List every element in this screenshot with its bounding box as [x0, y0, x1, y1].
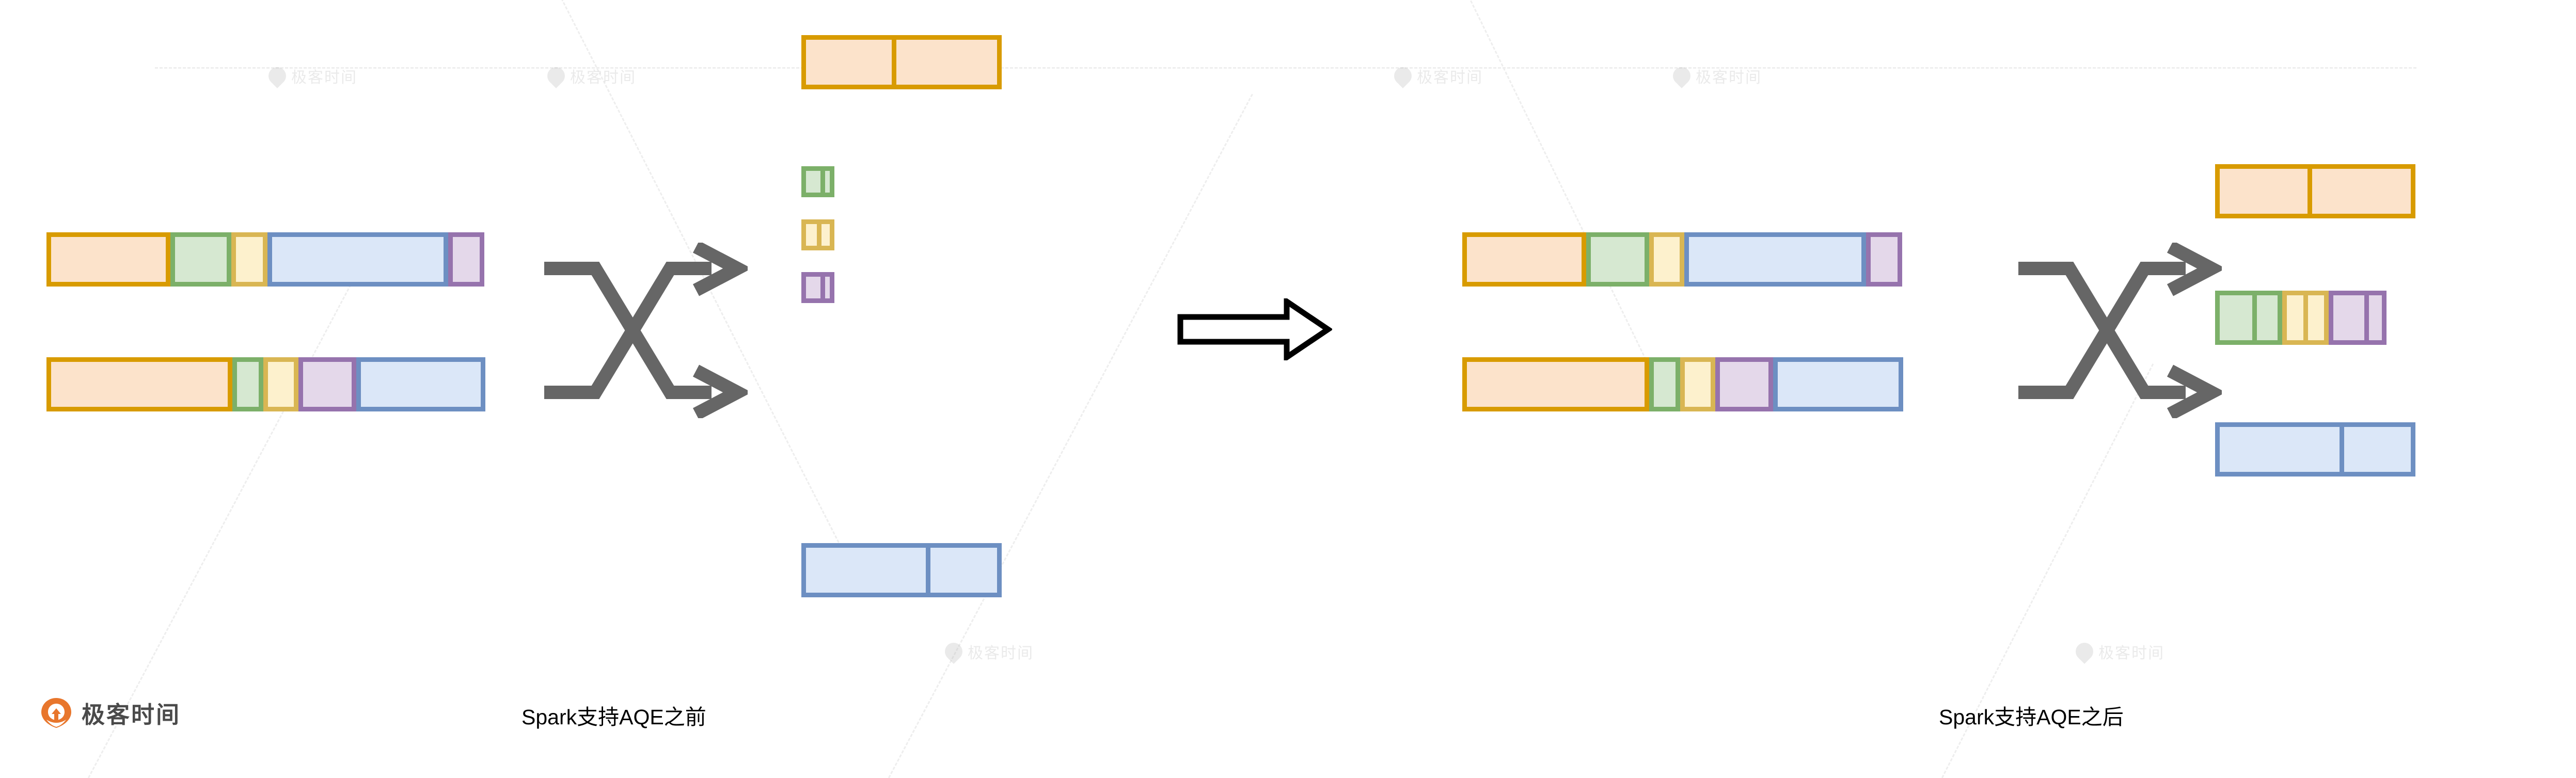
- segment-purple: [1866, 232, 1902, 287]
- right-output-partition-blue: [2215, 422, 2415, 477]
- geektime-pin-icon: [2072, 639, 2097, 664]
- partition-cell: [820, 277, 830, 298]
- left-output-partition-blue: [801, 543, 1002, 597]
- shuffle-icon: [544, 243, 748, 418]
- watermark-label: 极客时间: [291, 69, 357, 86]
- segment-orange: [1462, 357, 1649, 411]
- left-panel-caption: Spark支持AQE之前: [521, 705, 706, 729]
- watermark-label: 极客时间: [1696, 69, 1762, 86]
- coalesced-subgroup-yellow: [2282, 291, 2329, 345]
- watermark-badge: 极客时间: [1390, 63, 1483, 89]
- coalesced-subgroup-purple: [2329, 291, 2387, 345]
- left-output-partition-green: [801, 166, 834, 197]
- partition-cell: [2220, 295, 2252, 340]
- right-map-task-2-bar: [1462, 357, 1903, 411]
- partition-cell: [806, 224, 817, 246]
- segment-orange: [46, 357, 232, 411]
- watermark-badge: 极客时间: [941, 639, 1034, 664]
- watermark-label: 极客时间: [968, 645, 1034, 662]
- watermark-badge: 极客时间: [264, 63, 357, 89]
- coalesced-subgroup-green: [2215, 291, 2282, 345]
- left-output-partition-orange: [801, 35, 1002, 89]
- segment-blue: [1684, 232, 1866, 287]
- segment-yellow: [1680, 357, 1715, 411]
- partition-cell: [926, 548, 997, 593]
- segment-purple: [1715, 357, 1773, 411]
- geektime-pin-icon: [1390, 63, 1416, 89]
- left-output-partition-yellow: [801, 219, 834, 250]
- segment-orange: [46, 232, 170, 287]
- segment-yellow: [1649, 232, 1684, 287]
- segment-blue: [267, 232, 448, 287]
- segment-blue: [1773, 357, 1903, 411]
- left-map-task-2-bar: [46, 357, 485, 411]
- partition-cell: [806, 40, 892, 85]
- geektime-pin-icon: [543, 63, 569, 89]
- watermark-label: 极客时间: [1417, 69, 1483, 86]
- left-output-partition-purple: [801, 272, 834, 303]
- watermark-badge: 极客时间: [2072, 639, 2164, 664]
- segment-green: [1586, 232, 1649, 287]
- partition-cell: [892, 40, 997, 85]
- left-map-task-1-bar: [46, 232, 484, 287]
- partition-cell: [817, 224, 830, 246]
- partition-cell: [2220, 169, 2308, 214]
- partition-cell: [2303, 295, 2324, 340]
- segment-yellow: [231, 232, 267, 287]
- right-panel-caption: Spark支持AQE之后: [1939, 705, 2124, 729]
- geektime-pin-icon: [264, 63, 290, 89]
- right-arrow-outline-icon: [1177, 298, 1332, 360]
- segment-purple: [448, 232, 484, 287]
- segment-purple: [298, 357, 356, 411]
- partition-cell: [2364, 295, 2382, 340]
- watermark-label: 极客时间: [570, 69, 636, 86]
- segment-yellow: [263, 357, 298, 411]
- segment-blue: [356, 357, 485, 411]
- segment-green: [232, 357, 263, 411]
- watermark-label: 极客时间: [2098, 645, 2164, 662]
- partition-cell: [2287, 295, 2303, 340]
- right-output-partition-orange: [2215, 164, 2415, 218]
- geektime-pin-icon: [1669, 63, 1695, 89]
- partition-cell: [2340, 427, 2411, 472]
- partition-cell: [806, 548, 926, 593]
- partition-cell: [2252, 295, 2278, 340]
- segment-orange: [1462, 232, 1586, 287]
- partition-cell: [806, 277, 820, 298]
- shuffle-icon: [2018, 243, 2222, 418]
- watermark-line: [155, 67, 2416, 69]
- brand-logo: 极客时间: [40, 696, 181, 729]
- partition-cell: [2220, 427, 2340, 472]
- partition-cell: [806, 171, 820, 193]
- right-output-partition-coalesced: [2215, 291, 2387, 345]
- watermark-line: [1460, 0, 1665, 398]
- watermark-badge: 极客时间: [1669, 63, 1762, 89]
- partition-cell: [2308, 169, 2411, 214]
- geektime-pin-icon: [941, 639, 967, 664]
- watermark-badge: 极客时间: [543, 63, 636, 89]
- segment-green: [1649, 357, 1680, 411]
- partition-cell: [2333, 295, 2364, 340]
- partition-cell: [820, 171, 830, 193]
- watermark-line: [888, 93, 1253, 778]
- brand-name: 极客时间: [82, 702, 181, 728]
- segment-green: [170, 232, 231, 287]
- geektime-pin-icon: [40, 697, 72, 729]
- right-map-task-1-bar: [1462, 232, 1902, 287]
